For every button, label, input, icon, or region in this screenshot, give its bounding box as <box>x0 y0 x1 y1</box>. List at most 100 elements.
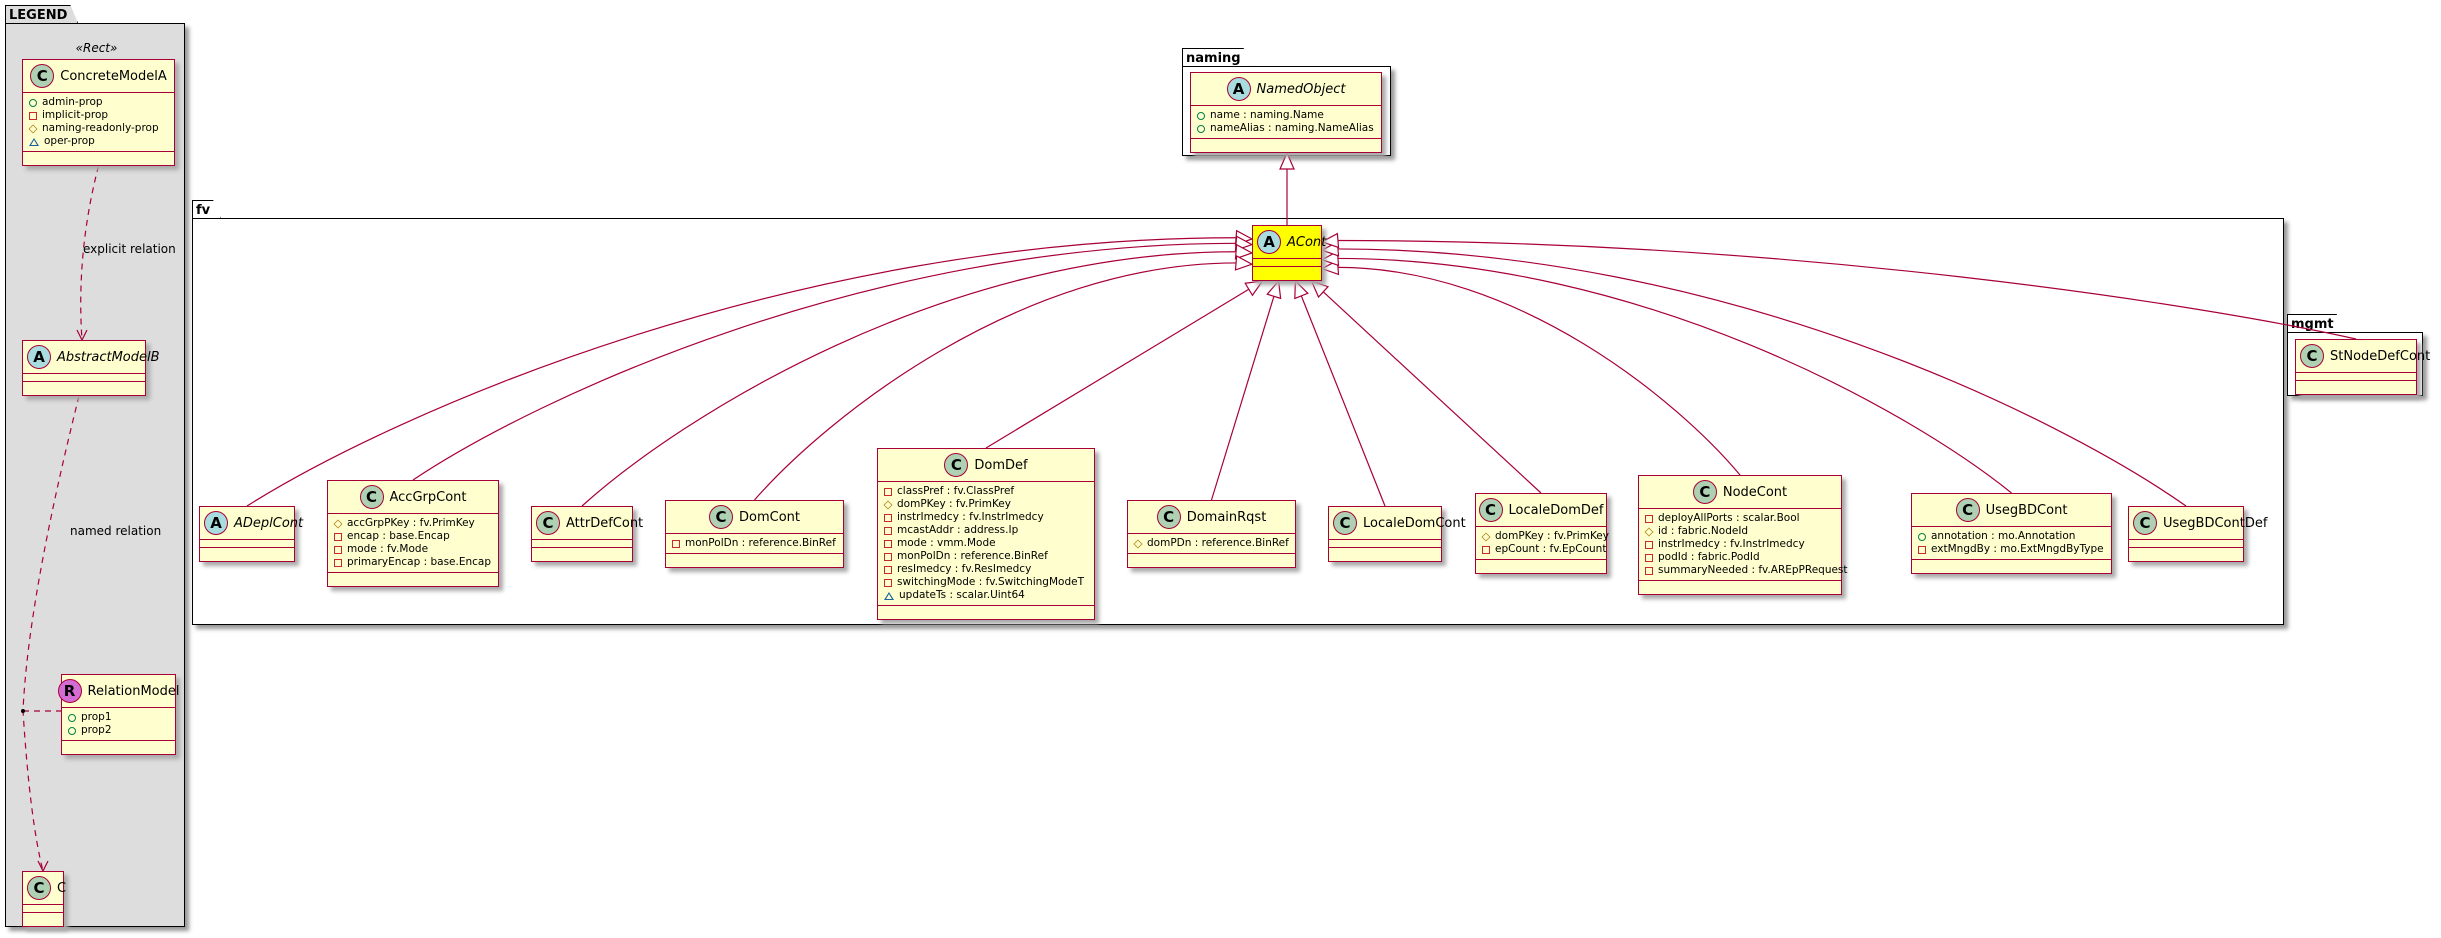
attribute-text: epCount : fv.EpCount <box>1495 543 1607 555</box>
class-header: C StNodeDefCont <box>2296 340 2430 372</box>
attribute-text: mode : fv.Mode <box>347 543 429 555</box>
methods-compartment <box>328 572 498 586</box>
package-tab-legend: LEGEND <box>5 5 78 24</box>
protected-icon <box>28 123 38 134</box>
attribute: epCount : fv.EpCount <box>1482 543 1606 556</box>
attributes-compartment <box>532 539 632 547</box>
attributes-compartment <box>1329 539 1441 547</box>
attribute: deployAllPorts : scalar.Bool <box>1645 512 1835 525</box>
generalization-arrow-icon <box>1320 232 1340 249</box>
attribute: resImedcy : fv.ResImedcy <box>884 563 1088 576</box>
class-name: StNodeDefCont <box>2330 348 2431 364</box>
generalization-arrow-icon <box>1234 254 1254 271</box>
attributes-compartment <box>200 539 294 547</box>
class-name: UsegBDCont <box>1985 502 2068 518</box>
public-icon <box>68 713 76 722</box>
class-icon: C <box>359 485 384 509</box>
generalization-line <box>1337 239 2357 340</box>
attribute: extMngdBy : mo.ExtMngdByType <box>1918 543 2105 556</box>
methods-compartment <box>1639 580 1841 594</box>
class-name: AccGrpCont <box>389 489 467 505</box>
arrow-head-icon <box>37 860 49 873</box>
attribute: accGrpPKey : fv.PrimKey <box>333 517 492 530</box>
class-name: AttrDefCont <box>566 515 644 531</box>
attribute-text: updateTs : scalar.Uint64 <box>899 589 1025 601</box>
attribute-text: domPKey : fv.PrimKey <box>897 498 1011 510</box>
methods-compartment <box>23 912 63 926</box>
attributes-compartment <box>23 904 63 912</box>
generalization-arrow-icon <box>1279 151 1295 170</box>
attribute-text: summaryNeeded : fv.AREpPRequest <box>1658 564 1848 576</box>
generalization-arrow-icon <box>1294 279 1309 300</box>
abstract-class-icon: A <box>1226 77 1251 101</box>
attribute: implicit-prop <box>29 109 168 122</box>
class-name: LocaleDomCont <box>1363 515 1466 531</box>
attributes-compartment <box>23 373 145 381</box>
attribute-text: mcastAddr : address.Ip <box>897 524 1019 536</box>
attribute: updateTs : scalar.Uint64 <box>884 589 1088 602</box>
attribute-text: nameAlias : naming.NameAlias <box>1210 122 1374 134</box>
generalization-line <box>412 242 1237 481</box>
class-name: RelationModel <box>87 683 180 699</box>
attribute: nameAlias : naming.NameAlias <box>1197 122 1375 135</box>
relation-class-icon: R <box>57 679 82 703</box>
class-icon: C <box>2300 344 2324 368</box>
methods-compartment <box>1329 547 1441 561</box>
class-icon: C <box>1156 505 1181 529</box>
class-header: C AccGrpCont <box>328 481 498 513</box>
private-icon <box>884 513 892 522</box>
private-icon <box>1482 545 1490 554</box>
attribute-text: extMngdBy : mo.ExtMngdByType <box>1931 543 2104 555</box>
protected-icon <box>1481 531 1491 542</box>
class-stnodedefcont[interactable]: C StNodeDefCont <box>2295 339 2430 395</box>
attribute-text: oper-prop <box>44 135 95 147</box>
class-name: AbstractModelB <box>57 349 160 365</box>
private-icon <box>884 539 892 548</box>
attribute: annotation : mo.Annotation <box>1918 530 2105 543</box>
attribute: switchingMode : fv.SwitchingModeT <box>884 576 1088 589</box>
methods-compartment <box>1128 553 1295 567</box>
class-icon: C <box>944 453 969 477</box>
methods-compartment <box>878 605 1094 619</box>
attribute: domPKey : fv.PrimKey <box>1481 530 1609 543</box>
protected-icon <box>883 499 893 510</box>
methods-compartment <box>2296 380 2416 394</box>
public-icon <box>1918 532 1926 541</box>
attribute-text: switchingMode : fv.SwitchingModeT <box>897 576 1084 588</box>
attribute-text: podId : fabric.PodId <box>1658 551 1760 563</box>
attributes-compartment <box>1253 258 1321 266</box>
private-icon <box>1645 540 1653 549</box>
class-name: NamedObject <box>1256 81 1346 97</box>
junction-dot <box>21 709 25 713</box>
package-label: LEGEND <box>9 8 68 23</box>
class-name: UsegBDContDef <box>2163 515 2268 531</box>
class-header: R RelationModel <box>57 675 179 707</box>
package-visibility-icon <box>884 591 894 600</box>
package-label: naming <box>1186 51 1241 66</box>
